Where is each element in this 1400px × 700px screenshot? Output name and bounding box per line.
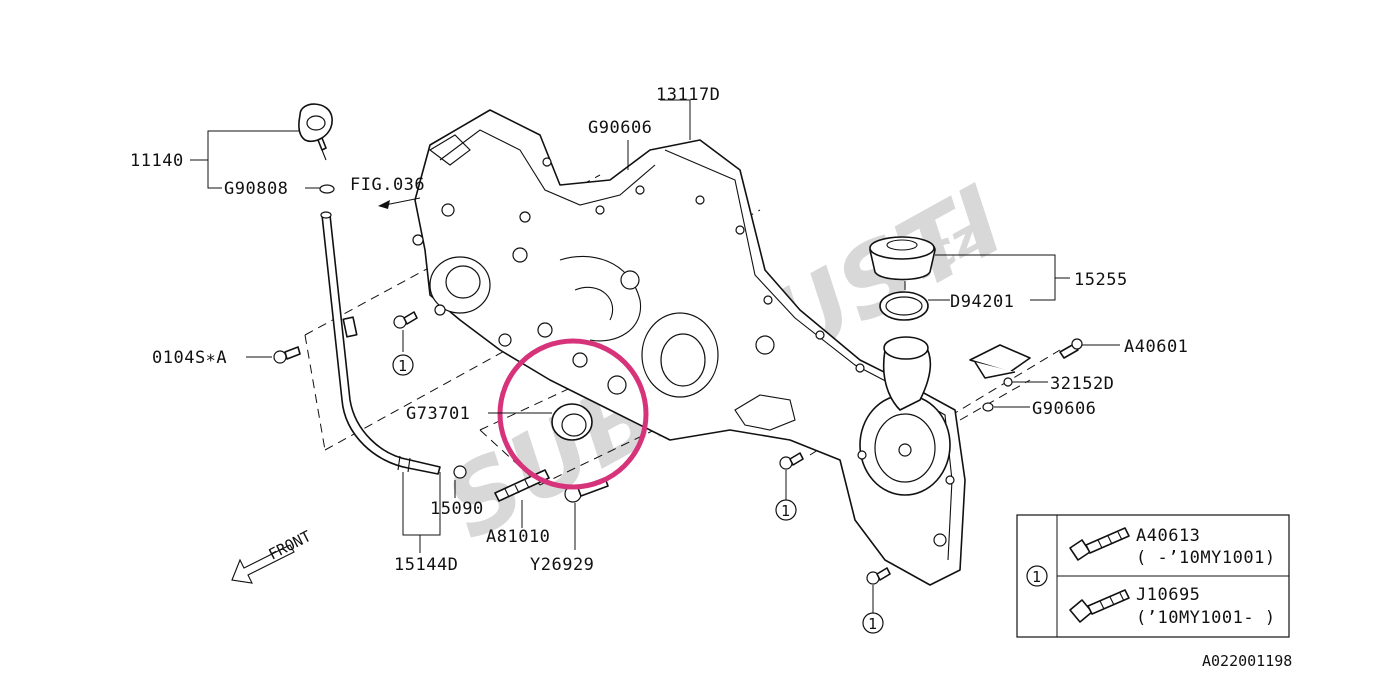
bolt-upper-left (393, 311, 418, 352)
timing-cover (412, 109, 966, 586)
legend-part-a40613: A40613 (1136, 526, 1200, 546)
callout-11140: 11140 (130, 151, 184, 171)
callout-15144d: 15144D (394, 555, 458, 575)
seal-g90606-right (982, 402, 994, 412)
callout-13117d: 13117D (656, 85, 720, 105)
callout-g73701: G73701 (406, 404, 470, 424)
callout-g90606-top: G90606 (588, 118, 652, 138)
callout-y26929: Y26929 (530, 555, 594, 575)
diagram-id: A022001198 (1202, 652, 1292, 670)
highlight-circle (497, 338, 649, 490)
callout-g90606-right: G90606 (1032, 399, 1096, 419)
oil-filler-cap (869, 236, 936, 281)
leader-lines (190, 99, 1120, 553)
ref-marker-text: 1 (868, 615, 877, 633)
nut-y26929 (564, 477, 609, 550)
callout-32152d: 32152D (1050, 374, 1114, 394)
legend-bolt-icon-2 (1069, 589, 1130, 623)
callout-15090: 15090 (430, 499, 484, 519)
legend-range-a40613: ( -’10MY1001) (1136, 548, 1276, 568)
legend-range-j10695: (’10MY1001- ) (1136, 608, 1276, 628)
callout-g90808: G90808 (224, 179, 288, 199)
callout-a40601: A40601 (1124, 337, 1188, 357)
oil-level-gauge (298, 103, 335, 194)
callout-a81010: A81010 (486, 527, 550, 547)
ref-marker-lower-right: 1 (862, 612, 884, 634)
oil-seal (551, 403, 593, 441)
bracket (969, 344, 1031, 387)
ref-marker-mid: 1 (775, 499, 797, 521)
bolt-a40601 (1059, 338, 1083, 359)
bolt-lower-mid (779, 452, 804, 500)
filler-gasket (879, 291, 929, 321)
fig-reference-label: FIG.036 (350, 175, 425, 195)
callout-15255: 15255 (1074, 270, 1128, 290)
legend-bolt-icon-1 (1069, 527, 1130, 561)
ref-marker-text: 1 (398, 357, 407, 375)
legend-part-j10695: J10695 (1136, 585, 1200, 605)
callout-0104s: 0104S∗A (152, 348, 227, 368)
ref-marker-upper-left: 1 (392, 354, 414, 376)
callout-labels: 11140 G90808 0104S∗A 13117D G90606 G7370… (130, 85, 1188, 575)
gauge-guide-tube (320, 211, 467, 479)
oil-pump-body (857, 336, 955, 547)
ref-marker-text: 1 (781, 502, 790, 520)
fig-reference: FIG.036 (350, 175, 425, 209)
legend-ref-marker (1026, 565, 1048, 587)
bolt-lower-right (866, 567, 891, 613)
callout-d94201: D94201 (950, 292, 1014, 312)
bolt-0104s (273, 346, 301, 364)
legend-ref-marker-text: 1 (1032, 568, 1041, 586)
front-label: FRONT (266, 527, 314, 564)
front-arrow: FRONT (231, 527, 314, 584)
bolt-legend-table: 1 A40613 ( -’10MY1001) J10695 (’10MY1001… (1016, 514, 1290, 638)
